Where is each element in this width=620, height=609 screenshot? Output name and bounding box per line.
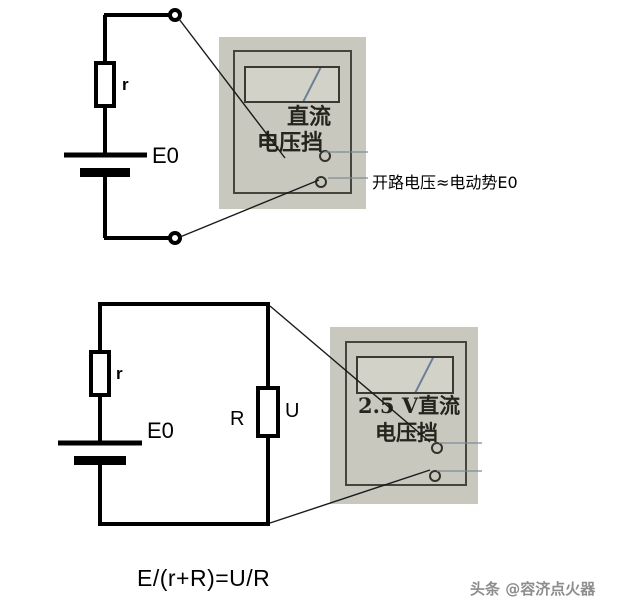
meter-bottom-label-line1: 2.5 V直流 — [358, 393, 461, 418]
leader-bottom-lower — [269, 469, 431, 524]
meter-bottom-label-line2: 电压挡 — [375, 420, 438, 445]
meter-bottom-jack-upper — [431, 442, 443, 454]
meter-bottom-display — [356, 356, 454, 394]
leader-bottom-upper — [269, 305, 431, 443]
meter-top-jack-lower — [315, 176, 327, 188]
meter-top-display — [244, 66, 340, 103]
leader-top-lower — [179, 179, 320, 238]
label-E0-top: E0 — [152, 143, 179, 168]
meter-top-case — [233, 50, 352, 194]
watermark: 头条 @容济点火器 — [470, 580, 596, 598]
circuit-top-wires — [103, 13, 175, 240]
battery-top — [64, 152, 147, 177]
label-R: R — [230, 408, 245, 430]
meter-top-label-line2: 电压挡 — [257, 130, 324, 156]
label-U: U — [285, 400, 300, 422]
resistor-R — [256, 386, 280, 438]
meter-photo-top: 直流 电压挡 — [219, 37, 366, 209]
open-terminal-bottom — [168, 231, 182, 245]
battery-bottom — [58, 440, 142, 465]
label-E0-bottom: E0 — [147, 418, 174, 443]
meter-bottom-jack-lower — [429, 470, 441, 482]
circuit-bottom-wires — [98, 302, 270, 526]
meter-top-label-line1: 直流 — [287, 104, 332, 130]
formula-text: E/(r+R)=U/R — [137, 565, 271, 591]
label-r-top: r — [122, 75, 129, 94]
resistor-r-bottom — [89, 350, 111, 397]
open-terminal-top — [168, 8, 182, 22]
leader-top-upper — [178, 18, 286, 159]
meter-bottom-case — [345, 341, 467, 486]
meter-photo-bottom: 2.5 V直流 电压挡 — [330, 327, 478, 504]
open-circuit-annotation: 开路电压≈电动势E0 — [372, 173, 518, 192]
meter-top-jack-upper — [319, 150, 331, 162]
resistor-r-top — [94, 61, 116, 108]
label-r-bottom: r — [116, 364, 123, 383]
